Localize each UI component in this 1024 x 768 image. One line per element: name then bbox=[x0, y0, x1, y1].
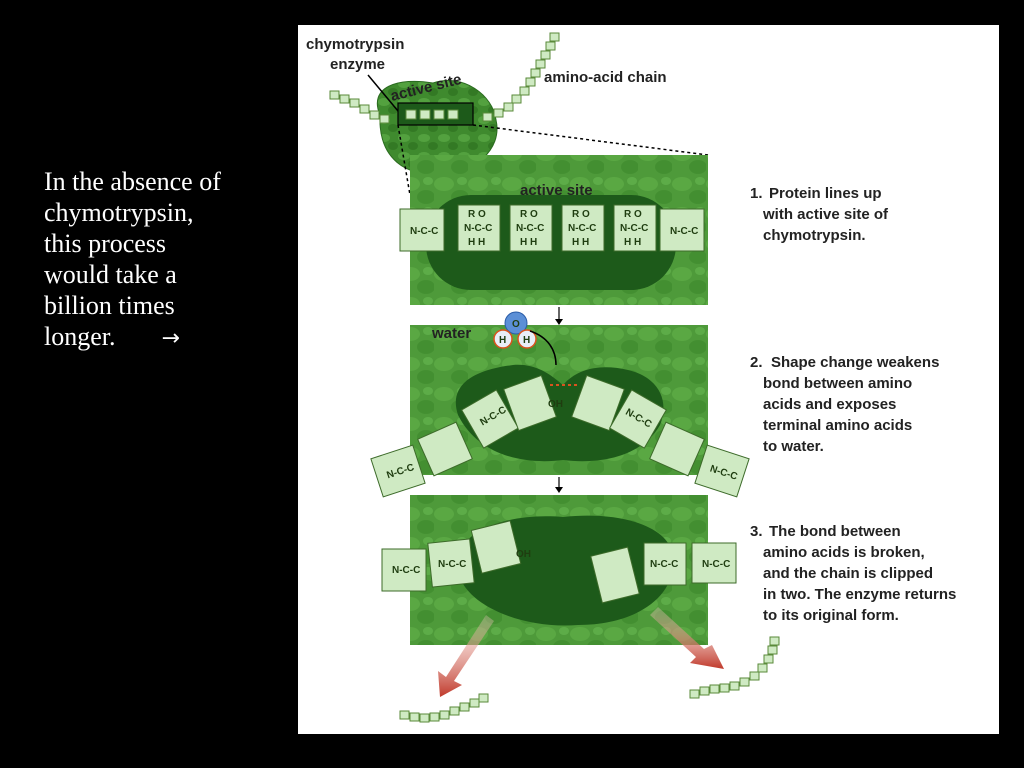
oh-text: OH bbox=[516, 549, 531, 560]
slide-text-line: longer. → bbox=[44, 321, 284, 354]
chain-end-right bbox=[659, 208, 705, 252]
released-fragment-right bbox=[689, 636, 780, 699]
chain-end-left bbox=[399, 208, 445, 252]
chain-end-text: N-C-C bbox=[702, 559, 730, 570]
zoom-line-right bbox=[472, 124, 709, 156]
residue-h-text: H H bbox=[624, 237, 641, 248]
water-path-arrow bbox=[529, 330, 557, 366]
water-molecule: O H H bbox=[493, 311, 557, 366]
residue-n-text: N-C-C bbox=[568, 223, 596, 234]
slide-text-line: In the absence of bbox=[44, 167, 221, 196]
step-line: Protein lines up bbox=[769, 185, 882, 202]
diagram-figure: chymotrypsin enzyme active site amino-ac… bbox=[298, 25, 999, 734]
chain-end-text: N-C-C bbox=[410, 226, 438, 237]
released-fragment-left bbox=[399, 693, 489, 723]
residue bbox=[643, 542, 687, 586]
release-arrow-left bbox=[438, 615, 494, 697]
step-line: terminal amino acids bbox=[763, 417, 912, 434]
residue bbox=[457, 204, 501, 252]
oh-text: OH bbox=[548, 399, 563, 410]
panel-2: N-C-C N-C-C N-C-C N-C-C OH O H H water bbox=[370, 311, 750, 498]
residue-n-text: N-C-C bbox=[438, 559, 466, 570]
step-number: 3. bbox=[750, 523, 763, 540]
panel-1: active site N-C-C N-C-C R O N-C-C H H R … bbox=[399, 155, 708, 305]
residue bbox=[460, 389, 520, 449]
release-arrow-right bbox=[650, 607, 724, 669]
right-arrow-icon: → bbox=[161, 326, 180, 351]
residue bbox=[509, 204, 553, 252]
residue-r-text: R O bbox=[572, 209, 590, 220]
enzyme-label-2: enzyme bbox=[330, 56, 385, 73]
slide-text-line: would take a bbox=[44, 260, 177, 289]
step-line: amino acids is broken, bbox=[763, 544, 925, 561]
step-1: 1. Protein lines up with active site of … bbox=[750, 185, 889, 244]
slide-text-line: this process bbox=[44, 229, 167, 258]
residue-h-text: H H bbox=[468, 237, 485, 248]
step-arrow-head-2 bbox=[555, 487, 563, 493]
panel-3: N-C-C N-C-C N-C-C N-C-C OH bbox=[381, 495, 737, 645]
chain-end-text: N-C-C bbox=[392, 565, 420, 576]
water-h-text: H bbox=[499, 335, 506, 346]
amino-acid-chain-label: amino-acid chain bbox=[544, 69, 667, 86]
chain-end-left bbox=[370, 444, 426, 498]
step-line: Shape change weakens bbox=[771, 354, 939, 371]
step-line: in two. The enzyme returns bbox=[763, 586, 956, 603]
chain-end-text: N-C-C bbox=[670, 226, 698, 237]
slide-text-last: longer. bbox=[44, 322, 116, 351]
residue bbox=[427, 538, 475, 588]
slide-text-line: billion times bbox=[44, 291, 175, 320]
residue-h-text: H H bbox=[572, 237, 589, 248]
step-line: to water. bbox=[763, 438, 824, 455]
residue bbox=[649, 421, 705, 477]
step-3: 3. The bond between amino acids is broke… bbox=[750, 523, 956, 624]
step-2: 2. Shape change weakens bond between ami… bbox=[750, 354, 939, 455]
panel1-active-site-label: active site bbox=[520, 182, 593, 199]
water-label: water bbox=[431, 325, 471, 342]
amino-acid-chain-top bbox=[329, 32, 560, 124]
residue-n-text: N-C-C bbox=[464, 223, 492, 234]
residue-n-text: N-C-C bbox=[620, 223, 648, 234]
chain-end-right bbox=[694, 444, 750, 498]
enzyme-pointer bbox=[367, 74, 399, 112]
water-h-text: H bbox=[523, 335, 530, 346]
step-line: The bond between bbox=[769, 523, 901, 540]
step-line: acids and exposes bbox=[763, 396, 896, 413]
enzyme-label-1: chymotrypsin bbox=[306, 36, 404, 53]
residue bbox=[608, 389, 668, 449]
diagram-svg: chymotrypsin enzyme active site amino-ac… bbox=[306, 32, 956, 723]
residue bbox=[571, 374, 625, 432]
residue-n-text: N-C-C bbox=[650, 559, 678, 570]
residue-h-text: H H bbox=[520, 237, 537, 248]
residue-r-text: R O bbox=[624, 209, 642, 220]
step-arrow-head-1 bbox=[555, 319, 563, 325]
chain-end-left bbox=[381, 548, 427, 592]
step-line: chymotrypsin. bbox=[763, 227, 866, 244]
slide-text-line: chymotrypsin, bbox=[44, 198, 194, 227]
residue bbox=[590, 546, 640, 604]
residue bbox=[613, 204, 657, 252]
residue bbox=[503, 374, 557, 432]
residue-r-text: R O bbox=[468, 209, 486, 220]
residue-r-text: R O bbox=[520, 209, 538, 220]
slide-text: In the absence of chymotrypsin, this pro… bbox=[44, 166, 284, 354]
water-o-text: O bbox=[512, 319, 520, 330]
step-line: bond between amino bbox=[763, 375, 912, 392]
residue bbox=[561, 204, 605, 252]
residue bbox=[417, 421, 473, 477]
residue-n-text: N-C-C bbox=[516, 223, 544, 234]
step-line: to its original form. bbox=[763, 607, 899, 624]
step-line: and the chain is clipped bbox=[763, 565, 933, 582]
residue bbox=[470, 520, 522, 574]
chain-end-right bbox=[691, 542, 737, 584]
step-line: with active site of bbox=[762, 206, 889, 223]
step-number: 2. bbox=[750, 354, 763, 371]
step-number: 1. bbox=[750, 185, 763, 202]
